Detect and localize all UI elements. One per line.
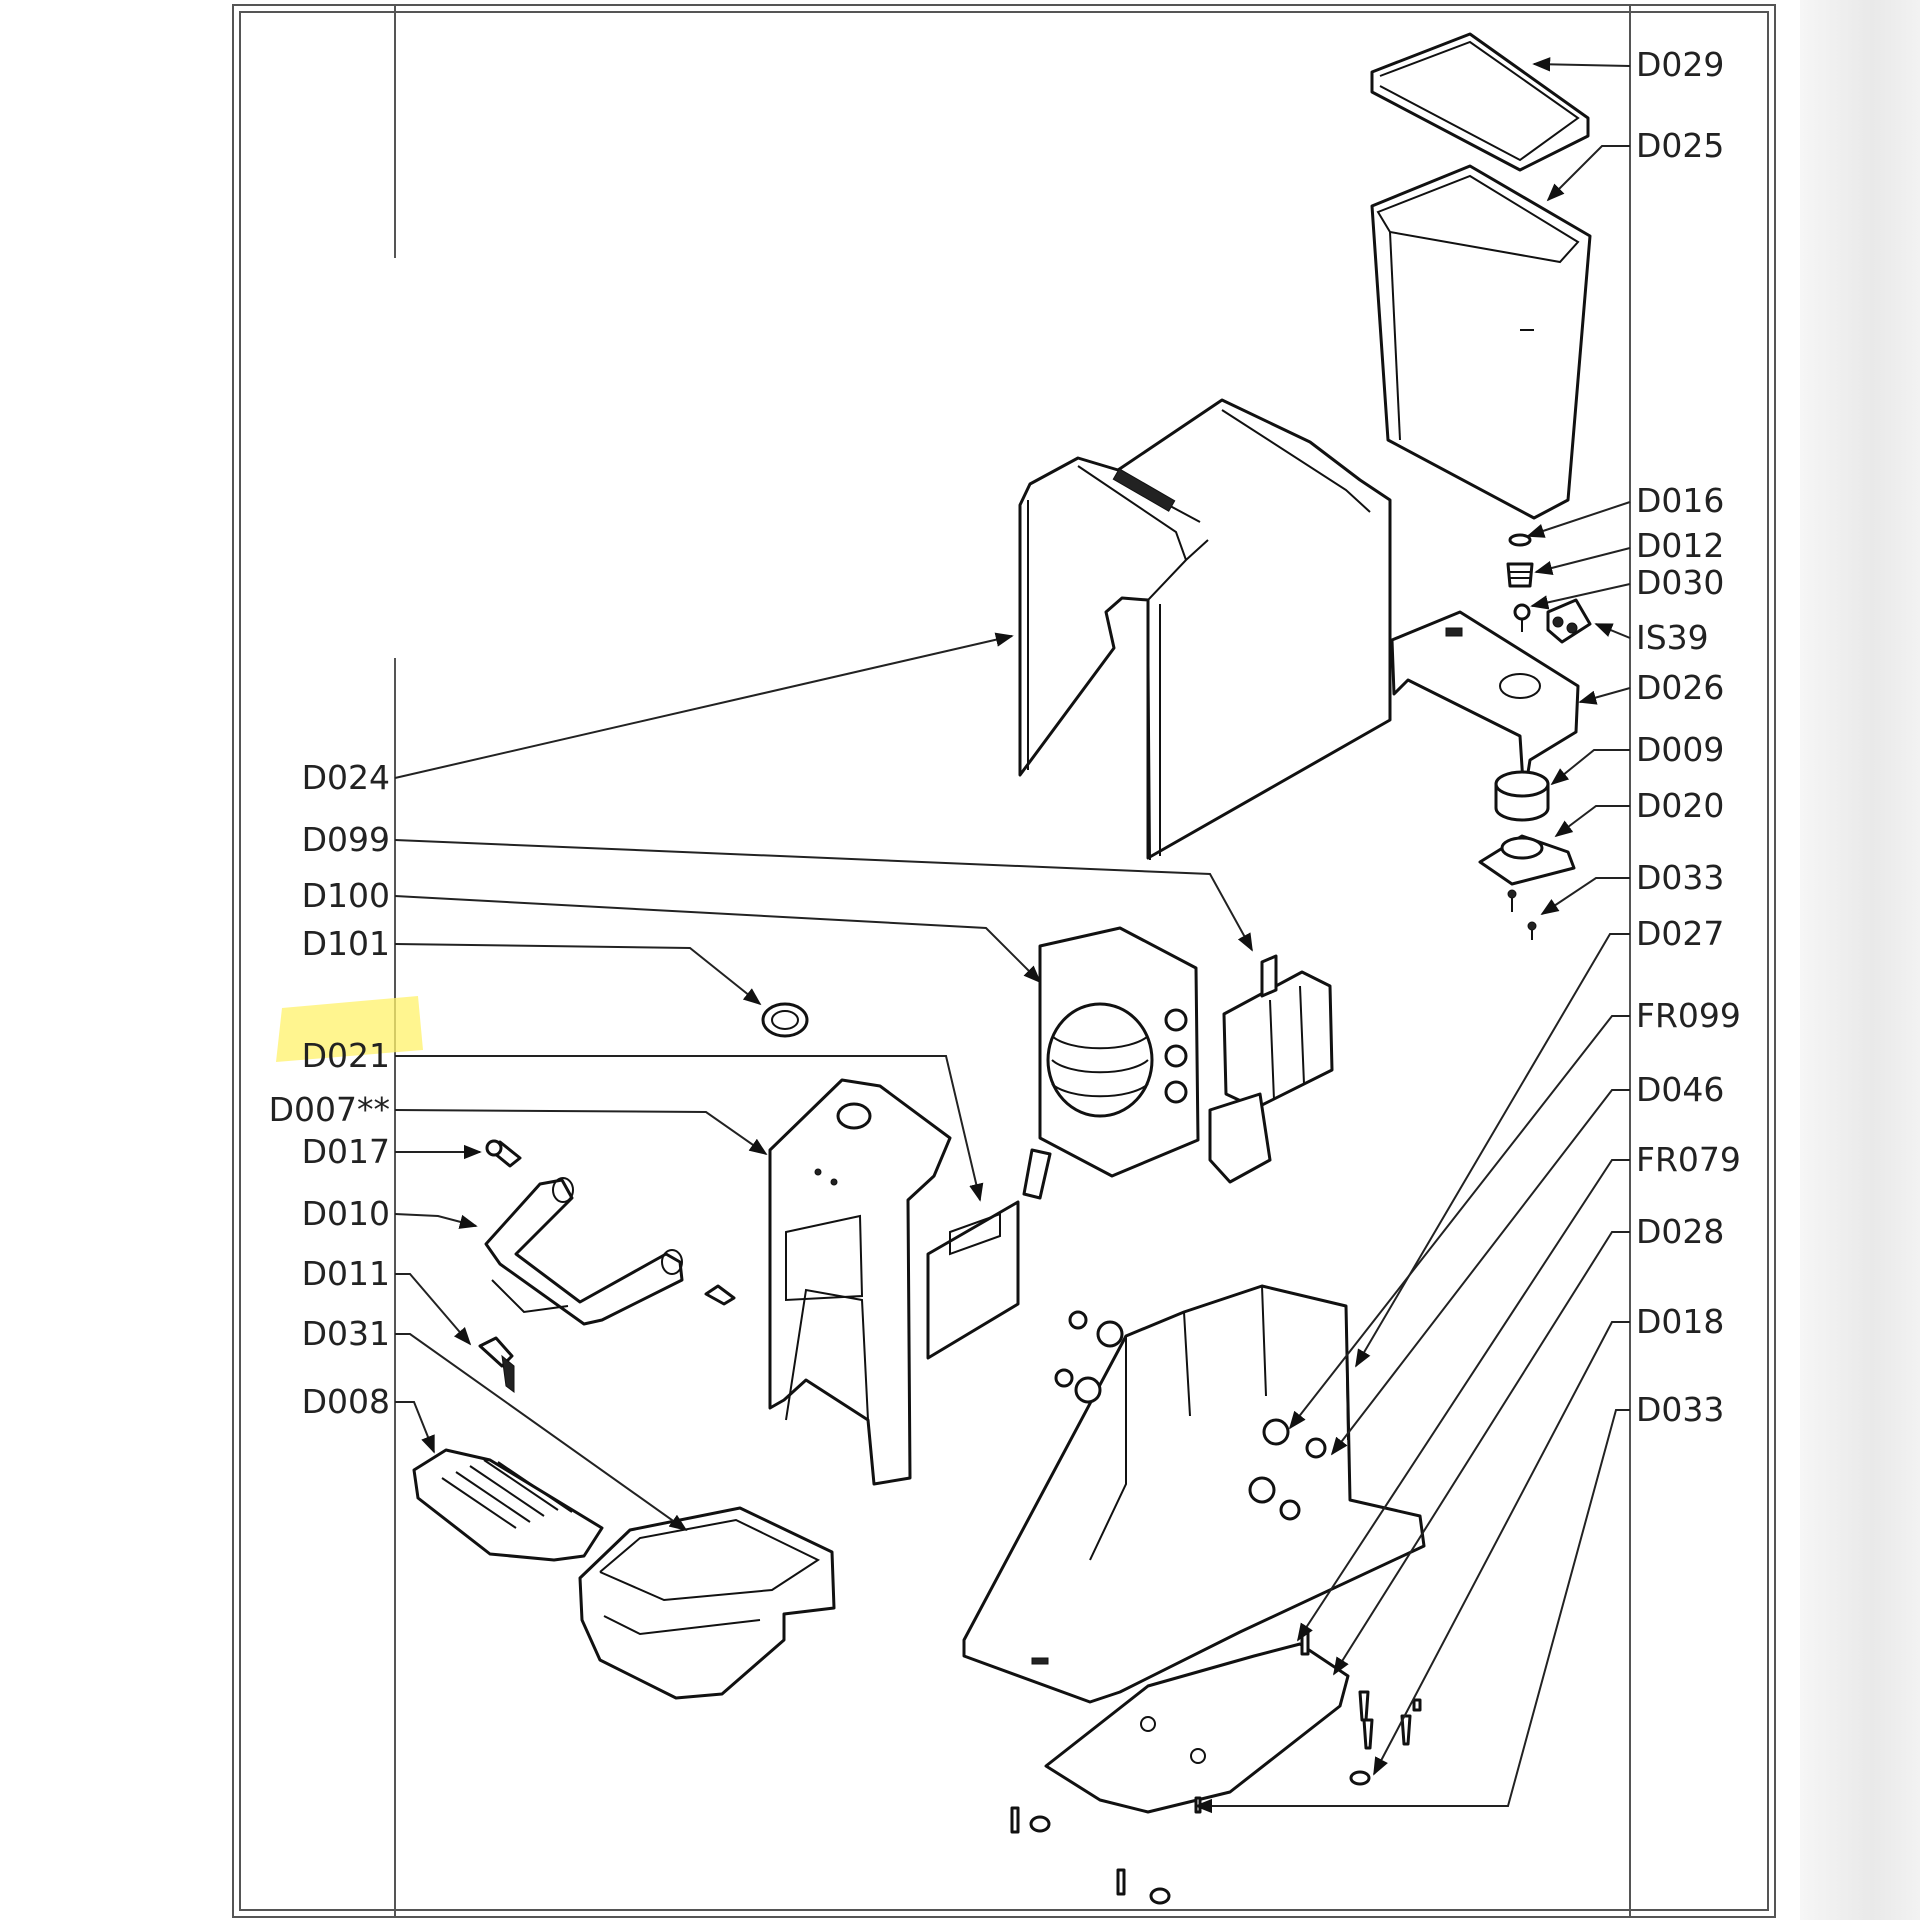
callout-label: D027 bbox=[1636, 914, 1724, 953]
callout-label: D020 bbox=[1636, 786, 1724, 825]
callout-label: D011 bbox=[302, 1254, 390, 1293]
grommet-inner bbox=[771, 1010, 799, 1030]
frame-screws-part bbox=[1054, 1310, 1124, 1404]
callout-label: D031 bbox=[302, 1314, 390, 1353]
small-fittings-part bbox=[1506, 533, 1592, 644]
ring-and-bracket-part bbox=[1478, 770, 1576, 940]
screw-d017-part bbox=[485, 1139, 522, 1168]
callout-label: D008 bbox=[302, 1382, 390, 1421]
bottom-plate-part bbox=[1044, 1642, 1350, 1814]
leader-lines bbox=[394, 57, 1631, 1814]
callout-label: D007** bbox=[269, 1090, 390, 1129]
inner-frame bbox=[239, 11, 1769, 1911]
outer-frame bbox=[232, 4, 1776, 1918]
callout-label: D100 bbox=[302, 876, 390, 915]
callout-label: D099 bbox=[302, 820, 390, 859]
callout-label: D017 bbox=[302, 1132, 390, 1171]
page-edge-shadow bbox=[1800, 0, 1920, 1920]
callout-label: D033 bbox=[1636, 1390, 1724, 1429]
callout-label: IS39 bbox=[1636, 618, 1709, 657]
water-tank-part bbox=[1370, 164, 1592, 520]
callout-label: D024 bbox=[302, 758, 390, 797]
handle-part bbox=[484, 1177, 736, 1326]
clip-part bbox=[478, 1336, 515, 1393]
callout-label: FR079 bbox=[1636, 1140, 1741, 1179]
callout-label: D018 bbox=[1636, 1302, 1724, 1341]
housing-shell-part bbox=[1018, 398, 1392, 861]
callout-label: D025 bbox=[1636, 126, 1724, 165]
front-cover-part bbox=[768, 1078, 952, 1486]
lid-part bbox=[1370, 32, 1590, 172]
highlighter-mark bbox=[276, 996, 423, 1062]
grommet-part bbox=[761, 1002, 809, 1038]
callout-labels-right: D029 D025 D016 D012 D030 IS39 D026 D009 … bbox=[1636, 45, 1741, 1429]
callout-label: D101 bbox=[302, 924, 390, 963]
callout-label: D026 bbox=[1636, 668, 1724, 707]
drip-tray-part bbox=[578, 1506, 836, 1700]
callout-label: D010 bbox=[302, 1194, 390, 1233]
callout-label: D046 bbox=[1636, 1070, 1724, 1109]
callout-label: D021 bbox=[302, 1036, 390, 1075]
base-frame-part bbox=[962, 1284, 1426, 1704]
callout-label: D028 bbox=[1636, 1212, 1724, 1251]
callout-label: D030 bbox=[1636, 563, 1724, 602]
drip-grid-part bbox=[412, 1448, 604, 1562]
callout-label: D033 bbox=[1636, 858, 1724, 897]
callout-label: D016 bbox=[1636, 481, 1724, 520]
callout-labels-left: D024 D099 D100 D101 D021 D007** D017 D01… bbox=[269, 758, 390, 1421]
callout-label: D009 bbox=[1636, 730, 1724, 769]
callout-label: FR099 bbox=[1636, 996, 1741, 1035]
cover-plate-part bbox=[1390, 610, 1580, 800]
pump-assembly-part bbox=[1022, 926, 1334, 1200]
callout-label: D029 bbox=[1636, 45, 1724, 84]
side-panel-part bbox=[926, 1200, 1020, 1360]
callout-label: D012 bbox=[1636, 526, 1724, 565]
